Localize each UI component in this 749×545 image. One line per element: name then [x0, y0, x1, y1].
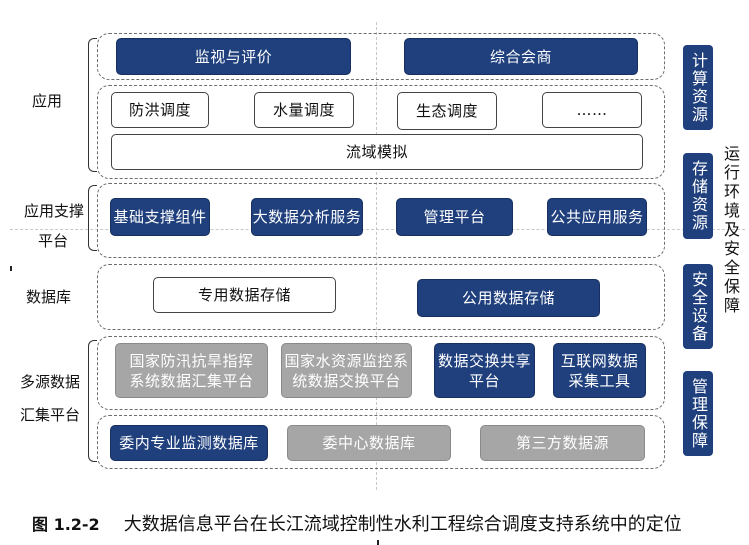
- label-support-line1: 应用支撑: [24, 202, 85, 220]
- label-support-line2: 平台: [38, 232, 69, 250]
- label-collect-line1: 多源数据: [20, 373, 81, 391]
- brace-collect: [88, 340, 97, 462]
- box-flood-command-platform: 国家防汛抗旱指挥 系统数据汇集平台: [115, 343, 268, 398]
- horizontal-guide-line: [10, 229, 745, 230]
- box-internet-collection: 互联网数据 采集工具: [553, 343, 646, 398]
- box-line: 采集工具: [568, 371, 631, 390]
- box-line: 互联网数据: [560, 351, 639, 370]
- box-internal-monitoring-db: 委内专业监测数据库: [110, 425, 268, 461]
- box-line: 平台: [468, 371, 500, 390]
- box-water-dispatch: 水量调度: [254, 92, 354, 128]
- side-storage-resources: 存储资源: [683, 153, 713, 239]
- label-database: 数据库: [26, 288, 72, 306]
- box-bigdata-analysis: 大数据分析服务: [251, 198, 363, 236]
- brace-support: [88, 185, 97, 251]
- layer-application-top: [97, 33, 665, 80]
- box-monitoring-evaluation: 监视与评价: [116, 38, 351, 75]
- tick-mark: [10, 266, 12, 271]
- box-line: 数据交换共享: [437, 351, 531, 370]
- box-public-storage: 公用数据存储: [417, 279, 600, 317]
- box-ecology-dispatch: 生态调度: [397, 92, 497, 130]
- layer-support: [97, 183, 665, 258]
- figure-caption-text: 大数据信息平台在长江流域控制性水利工程综合调度支持系统中的定位: [123, 514, 682, 535]
- layer-database: [97, 264, 665, 330]
- box-third-party-source: 第三方数据源: [480, 425, 645, 461]
- box-water-resource-platform: 国家水资源监控系 统数据交换平台: [281, 343, 412, 398]
- box-consultation: 综合会商: [404, 38, 638, 75]
- box-data-exchange-platform: 数据交换共享 平台: [434, 343, 535, 398]
- layer-collect-top: [97, 336, 665, 410]
- brace-application: [88, 38, 97, 172]
- side-security-devices: 安全设备: [683, 264, 713, 349]
- side-management-support: 管理保障: [683, 371, 713, 456]
- tick-mark: [377, 540, 379, 545]
- box-public-services: 公共应用服务: [547, 198, 647, 236]
- box-basic-components: 基础支撑组件: [110, 198, 210, 236]
- box-center-db: 委中心数据库: [287, 425, 451, 461]
- vertical-guide-line: [376, 22, 377, 490]
- box-ellipsis: ……: [542, 92, 642, 128]
- side-vertical-caption: 运行环境及安全保障: [721, 145, 740, 316]
- figure-caption: 图 1.2-2 大数据信息平台在长江流域控制性水利工程综合调度支持系统中的定位: [32, 510, 682, 536]
- box-line: 国家防汛抗旱指挥: [129, 351, 254, 370]
- side-compute-resources: 计算资源: [683, 45, 713, 130]
- box-management-platform: 管理平台: [396, 198, 513, 236]
- box-line: 国家水资源监控系: [284, 351, 409, 370]
- figure-number: 图 1.2-2: [32, 515, 100, 534]
- box-line: 系统数据汇集平台: [129, 371, 254, 390]
- label-collect-line2: 汇集平台: [20, 406, 81, 424]
- box-flood-dispatch: 防洪调度: [111, 92, 209, 128]
- layer-application-main: [97, 85, 665, 179]
- box-line: 统数据交换平台: [292, 371, 401, 390]
- box-basin-simulation: 流域模拟: [111, 134, 643, 170]
- label-application: 应用: [32, 92, 63, 110]
- box-dedicated-storage: 专用数据存储: [153, 277, 336, 313]
- layer-collect-bottom: [97, 415, 665, 469]
